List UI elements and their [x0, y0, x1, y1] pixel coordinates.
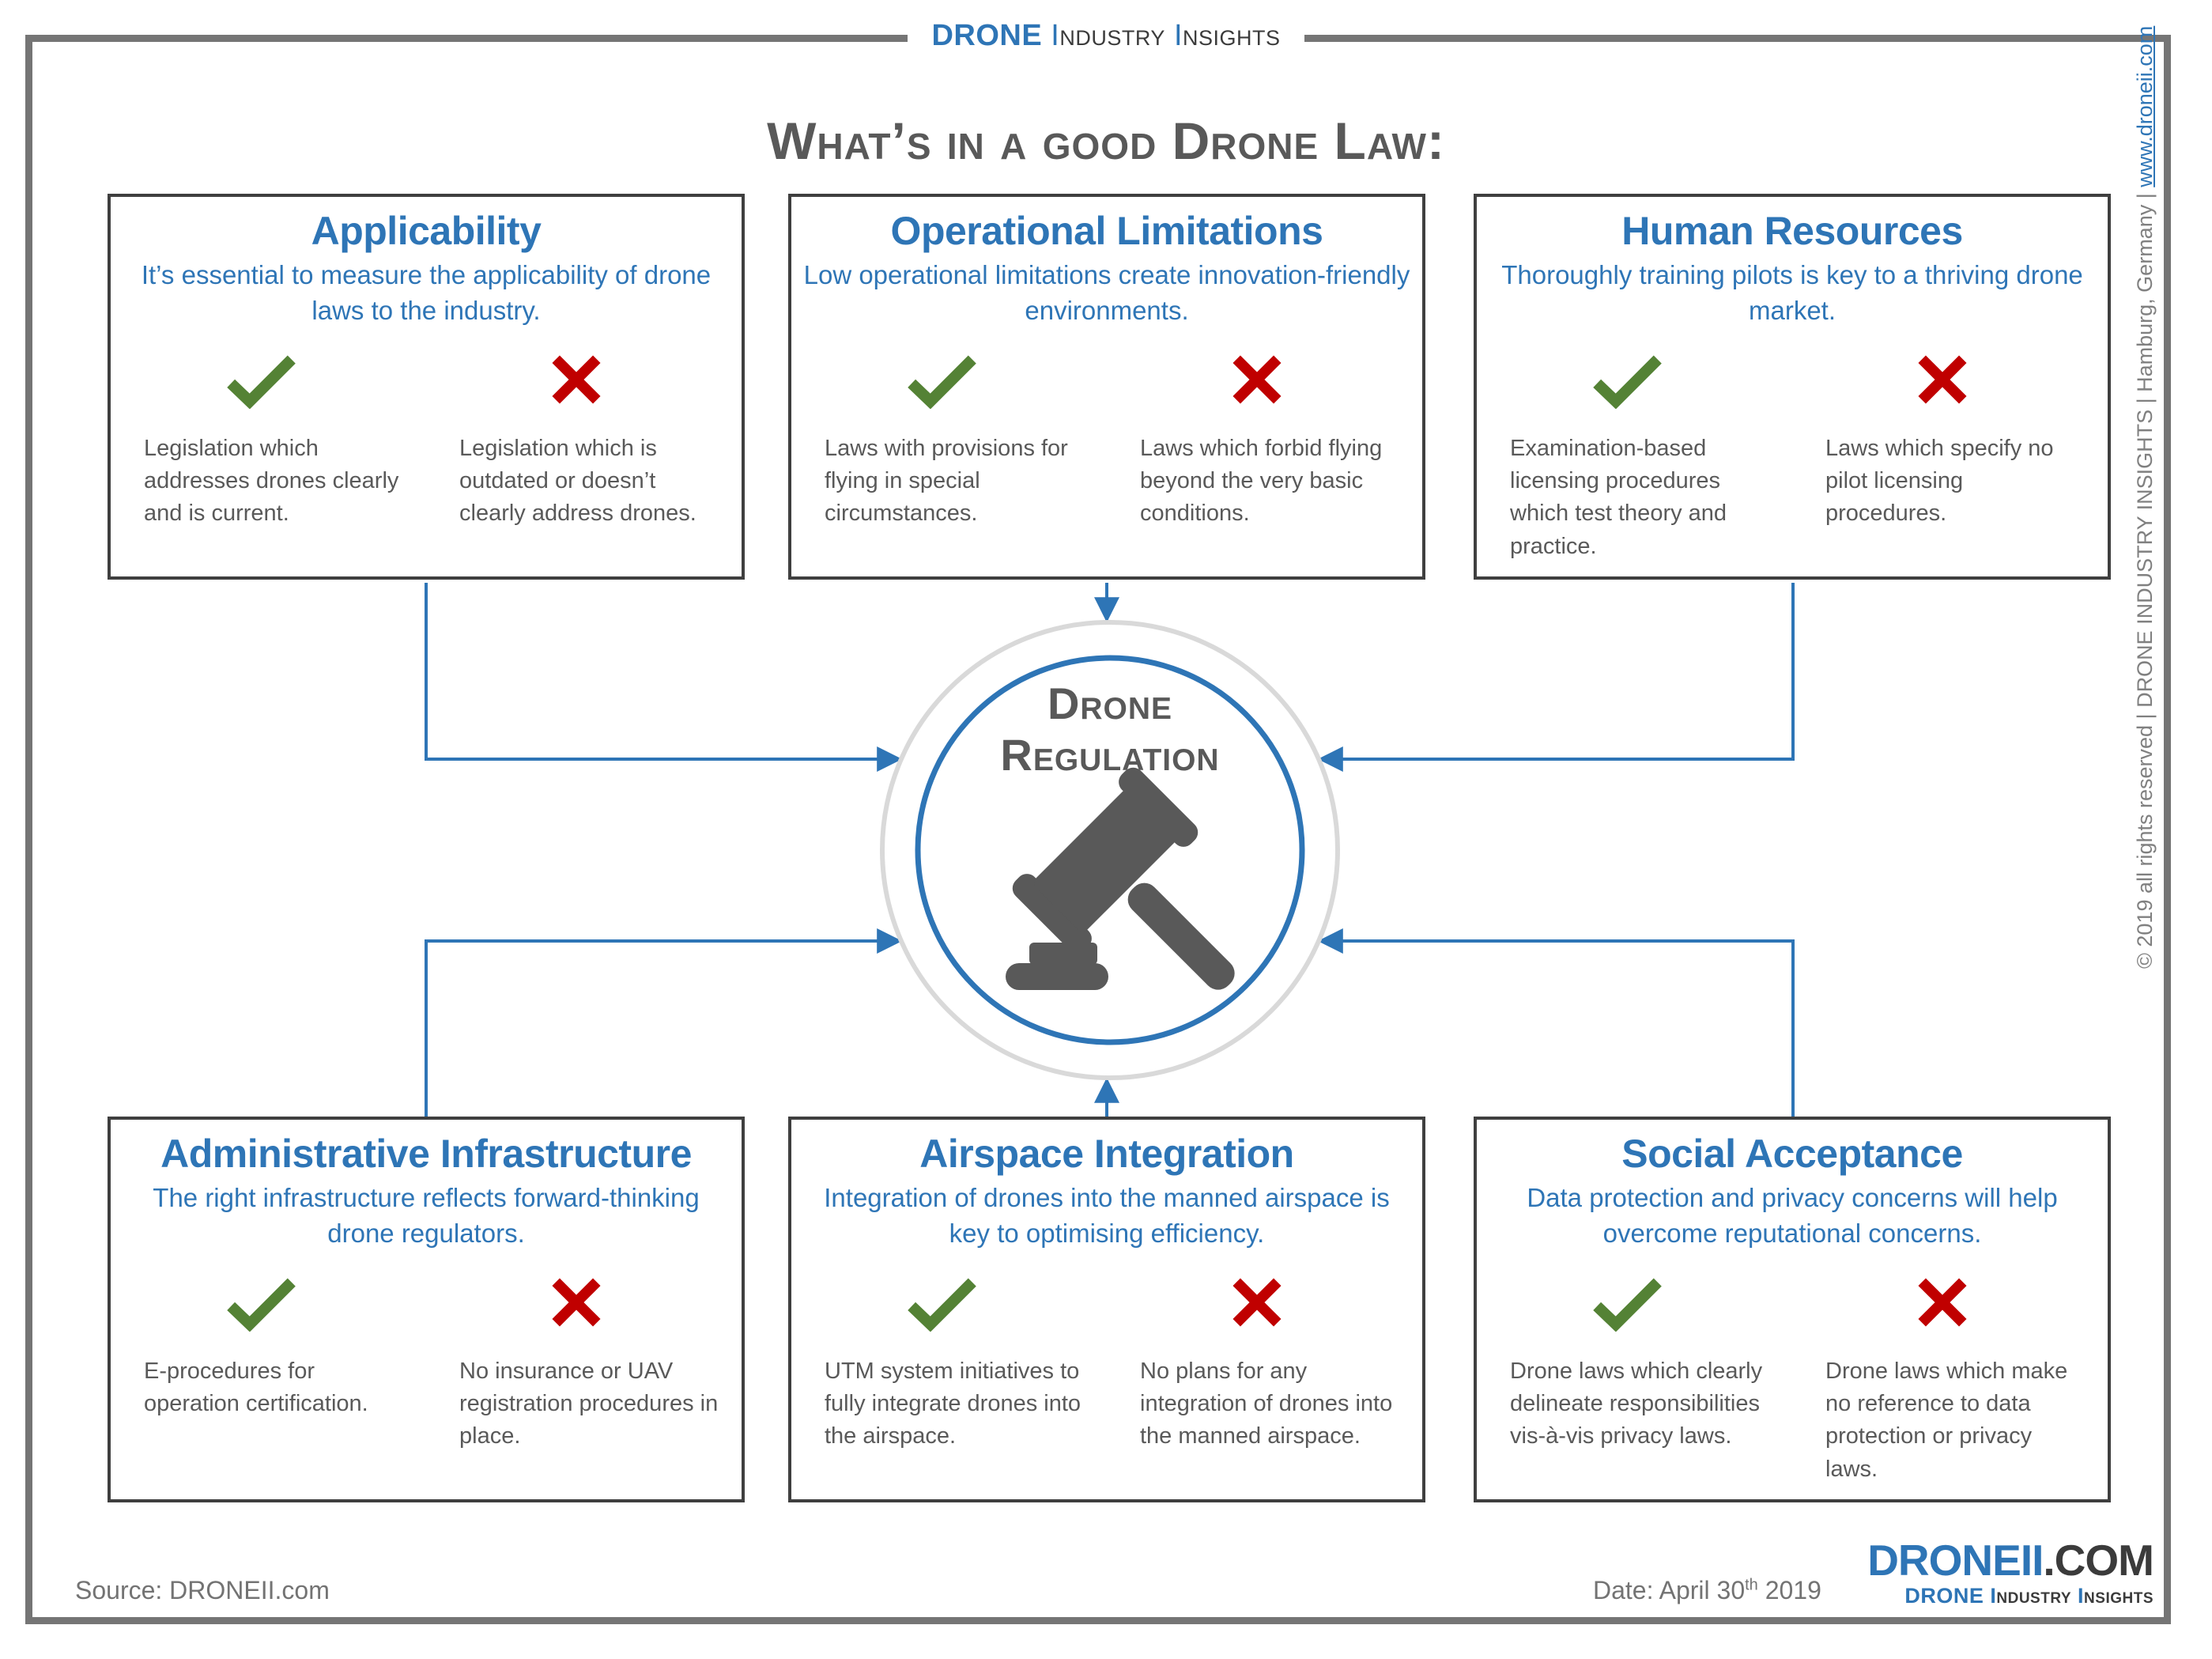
check-icon [907, 355, 976, 409]
con-text: Legislation which is outdated or doesn’t… [459, 436, 696, 527]
box-subtitle: Integration of drones into the manned ai… [824, 1183, 1390, 1248]
header-brand: DRONE Industry Insights [908, 19, 1304, 53]
box-applicability: Applicability It’s essential to measure … [108, 194, 745, 580]
cross-icon [551, 1278, 601, 1327]
box-title: Applicability [311, 209, 542, 253]
logo-subtitle: DRONE Industry Insights [1904, 1584, 2153, 1608]
box-subtitle: Data protection and privacy concerns wil… [1527, 1183, 2058, 1248]
copyright-sidebar: © 2019 all rights reserved | DRONE INDUS… [2133, 26, 2168, 969]
box-title: Administrative Infrastructure [160, 1132, 692, 1176]
copyright-text: © 2019 all rights reserved | DRONE INDUS… [2133, 187, 2157, 969]
check-icon [226, 1278, 296, 1332]
arrow-administrative-infrastructure [425, 928, 903, 1117]
pro-con-texts: Legislation which addresses drones clear… [111, 433, 742, 531]
pro-con-texts: Laws with provisions for flying in speci… [791, 433, 1422, 531]
box-title: Airspace Integration [919, 1132, 1294, 1176]
box-social-acceptance: Social Acceptance Data protection and pr… [1474, 1117, 2111, 1502]
con-text: No plans for any integration of drones i… [1140, 1359, 1393, 1449]
box-administrative-infrastructure: Administrative Infrastructure The right … [108, 1117, 745, 1502]
check-icon [1592, 1278, 1662, 1332]
cross-icon [551, 355, 601, 404]
box-subtitle: Low operational limitations create innov… [803, 260, 1410, 325]
check-icon [226, 355, 296, 409]
box-human-resources: Human Resources Thoroughly training pilo… [1474, 194, 2111, 580]
box-airspace-integration: Airspace Integration Integration of dron… [788, 1117, 1425, 1502]
cross-icon [1917, 1278, 1967, 1327]
pro-con-texts: E-procedures for operation certification… [111, 1355, 742, 1453]
arrow-social-acceptance [1317, 928, 1795, 1117]
con-text: No insurance or UAV registration procedu… [459, 1359, 719, 1449]
pro-text: Laws with provisions for flying in speci… [825, 436, 1068, 527]
drone-regulation-label: Drone Regulation [1000, 678, 1220, 780]
cross-icon [1232, 355, 1282, 404]
con-text: Laws which forbid flying beyond the very… [1140, 436, 1383, 527]
arrow-human-resources [1317, 583, 1795, 772]
pro-text: Examination-based licensing procedures w… [1510, 436, 1727, 559]
arrow-applicability [425, 583, 903, 772]
gavel-icon [1006, 767, 1235, 990]
box-title: Operational Limitations [890, 209, 1323, 253]
box-subtitle: It’s essential to measure the applicabil… [141, 260, 712, 325]
pro-con-icons [111, 353, 742, 409]
header: DRONE Industry Insights [0, 0, 2212, 53]
con-text: Laws which specify no pilot licensing pr… [1825, 436, 2054, 527]
check-icon [1592, 355, 1662, 409]
droneii-logo: DRONEII.COM DRONE Industry Insights [1867, 1536, 2154, 1608]
box-subtitle: The right infrastructure reflects forwar… [153, 1183, 700, 1248]
cross-icon [1917, 355, 1967, 404]
pro-con-icons [791, 1276, 1422, 1332]
pro-text: Legislation which addresses drones clear… [144, 436, 399, 527]
pro-con-icons [111, 1276, 742, 1332]
footer-date: Date: April 30th 2019 [1593, 1576, 1821, 1604]
con-text: Drone laws which make no reference to da… [1825, 1359, 2068, 1482]
pro-con-icons [1477, 353, 2108, 409]
pro-con-texts: UTM system initiatives to fully integrat… [791, 1355, 1422, 1453]
pro-text: UTM system initiatives to fully integrat… [825, 1359, 1081, 1449]
cross-icon [1232, 1278, 1282, 1327]
check-icon [907, 1278, 976, 1332]
page-title: What’s in a good Drone Law: [767, 111, 1445, 171]
box-title: Social Acceptance [1621, 1132, 1963, 1176]
pro-con-icons [1477, 1276, 2108, 1332]
pro-con-texts: Drone laws which clearly delineate respo… [1477, 1355, 2108, 1486]
droneii-link[interactable]: www.droneii.com [2133, 25, 2157, 187]
pro-con-texts: Examination-based licensing procedures w… [1477, 433, 2108, 563]
box-title: Human Resources [1621, 209, 1963, 253]
pro-con-icons [791, 353, 1422, 409]
pro-text: E-procedures for operation certification… [144, 1359, 368, 1417]
box-operational-limitations: Operational Limitations Low operational … [788, 194, 1425, 580]
pro-text: Drone laws which clearly delineate respo… [1510, 1359, 1763, 1449]
footer-source: Source: DRONEII.com [75, 1576, 330, 1604]
brand-drone: DRONE [931, 19, 1043, 52]
box-subtitle: Thoroughly training pilots is key to a t… [1501, 260, 2083, 325]
logo-wordmark: DRONEII.COM [1867, 1536, 2154, 1585]
